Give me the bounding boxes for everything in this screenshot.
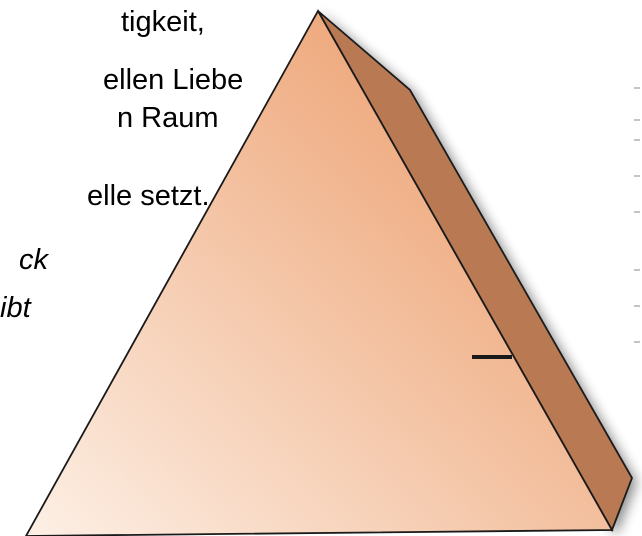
pyramid-front-face [26,11,612,536]
right-margin-marks [634,88,640,342]
